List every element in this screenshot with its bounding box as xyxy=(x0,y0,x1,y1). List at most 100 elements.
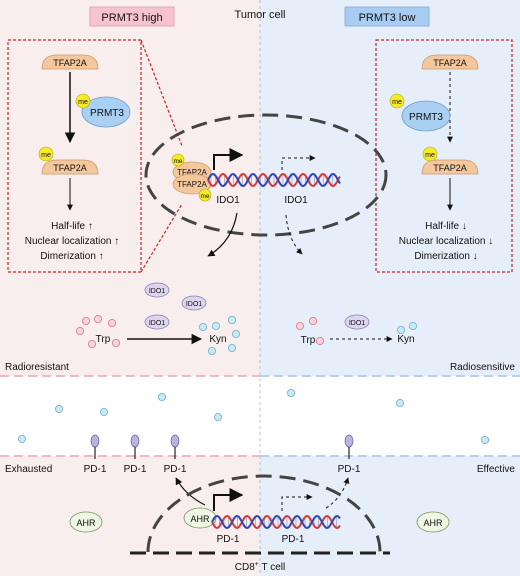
transcription-arrow-right xyxy=(281,155,316,170)
dna-strand-red xyxy=(211,514,341,530)
kyn-dot xyxy=(480,435,489,444)
me-label-tfap2a-left: me xyxy=(41,152,51,159)
trp-kyn-left: Trp Kyn xyxy=(76,314,240,355)
ido1-enzyme-4-label: IDO1 xyxy=(349,320,365,327)
nucleus-membrane xyxy=(144,113,388,237)
ido1-enzyme-2 xyxy=(181,295,207,311)
kyn-dot xyxy=(395,398,404,407)
pd1-label-3: PD-1 xyxy=(164,464,187,475)
left-panel-label: PRMT3 high xyxy=(101,12,162,24)
trp-dot xyxy=(76,326,85,335)
me-badge-prmt3-left xyxy=(75,93,91,109)
right-inset: TFAP2A PRMT3 me me TFAP2A Half-life ↓ Nu… xyxy=(375,39,513,273)
tfap2a-label-left-bottom: TFAP2A xyxy=(53,163,87,173)
left-panel-badge xyxy=(89,6,175,27)
ahr-bound-label: AHR xyxy=(190,514,210,524)
trp-dot xyxy=(88,339,97,348)
right-effect-half-life: Half-life ↓ xyxy=(425,221,467,232)
left-effect-nuclear: Nuclear localization ↑ xyxy=(25,236,120,247)
tfap2a-dimer-bottom-label: TFAP2A xyxy=(177,180,207,189)
ido1-gene-label-left: IDO1 xyxy=(216,195,240,206)
me-badge-tfap2a-left xyxy=(38,146,54,162)
pd1-receptor xyxy=(90,434,100,459)
trp-dot xyxy=(315,336,324,345)
right-tumor-background xyxy=(260,0,520,376)
prmt3-label-right: PRMT3 xyxy=(409,112,443,123)
ido1-enzyme-3 xyxy=(144,314,170,330)
right-effect-nuclear: Nuclear localization ↓ xyxy=(399,236,494,247)
ahr-free-right-label: AHR xyxy=(423,518,443,528)
ahr-free-right xyxy=(416,511,450,533)
kyn-dot xyxy=(396,325,405,334)
tcell-nucleus: AHR PD-1 PD-1 xyxy=(130,474,390,555)
kyn-dot xyxy=(227,315,236,324)
trp-label-right: Trp xyxy=(301,335,316,346)
zoom-line-top xyxy=(140,39,183,147)
tumor-nucleus: TFAP2A TFAP2A me me IDO1 IDO1 xyxy=(144,113,388,237)
left-effect-half-life: Half-life ↑ xyxy=(51,221,93,232)
tfap2a-dimer-top-label: TFAP2A xyxy=(177,168,207,177)
pd1-head xyxy=(90,434,100,448)
phenotype-exhausted: Exhausted xyxy=(5,464,52,475)
tfap2a-shape-right-top xyxy=(421,54,479,70)
me-badge-dimer-top xyxy=(171,153,185,167)
kyn-dot xyxy=(211,321,220,330)
kyn-dot xyxy=(227,343,236,352)
me-label-prmt3-left: me xyxy=(78,99,88,106)
tfap2a-shape-left-top xyxy=(41,54,99,70)
ido1-enzymes: IDO1 IDO1 IDO1 IDO1 xyxy=(144,282,370,330)
pd1-label-1: PD-1 xyxy=(84,464,107,475)
pd1-head xyxy=(170,434,180,448)
kyn-dot xyxy=(286,388,295,397)
pd1-head xyxy=(130,434,140,448)
dna-helix-pd1 xyxy=(211,514,341,530)
me-label-prmt3-right: me xyxy=(392,99,402,106)
dna-strand-blue xyxy=(207,172,341,188)
phenotype-effective: Effective xyxy=(477,464,516,475)
pd1-receptors: PD-1 PD-1 PD-1 PD-1 xyxy=(84,434,361,475)
extracellular-kyn xyxy=(17,388,489,444)
kyn-dot xyxy=(157,392,166,401)
pd1-transcription-arrow-right xyxy=(281,494,313,511)
ahr-free-left-label: AHR xyxy=(76,518,96,528)
ido1-enzyme-1 xyxy=(144,282,170,298)
transcription-arrow-left xyxy=(213,148,244,170)
me-label-dimer-top: me xyxy=(173,158,182,165)
center-label: Tumor cell xyxy=(235,9,286,21)
dna-helix-ido1 xyxy=(207,172,341,188)
kyn-dot xyxy=(100,407,109,416)
phenotype-radioresistant: Radioresistant xyxy=(5,362,69,373)
left-inset: TFAP2A PRMT3 me me TFAP2A Half-life ↑ Nu… xyxy=(7,39,183,273)
ahr-bound xyxy=(183,507,217,529)
right-inset-frame xyxy=(375,39,513,273)
tfap2a-label-left-top: TFAP2A xyxy=(53,58,87,68)
kyn-dot xyxy=(55,404,64,413)
trp-dot xyxy=(108,318,117,327)
pd1-transcription-arrow-left xyxy=(213,488,244,511)
trp-label-left: Trp xyxy=(96,334,111,345)
tcell-label: CD8+ T cell xyxy=(235,561,285,573)
dna-strand-blue xyxy=(211,514,341,530)
left-inset-frame xyxy=(7,39,142,273)
ido1-gene-label-right: IDO1 xyxy=(284,195,308,206)
pd1-gene-label-left: PD-1 xyxy=(217,534,240,545)
trp-dot xyxy=(82,316,91,325)
prmt3-shape-right xyxy=(401,100,451,132)
kyn-dot xyxy=(17,434,26,443)
tfap2a-label-right-top: TFAP2A xyxy=(433,58,467,68)
right-effect-dimerization: Dimerization ↓ xyxy=(414,251,477,262)
kyn-dot xyxy=(213,412,222,421)
ahr-free-left xyxy=(69,511,103,533)
kyn-dot xyxy=(198,322,207,331)
pd1-label-4: PD-1 xyxy=(338,464,361,475)
trp-dot xyxy=(112,338,121,347)
me-badge-prmt3-right xyxy=(389,93,405,109)
pd1-receptor xyxy=(344,434,354,459)
pd1-receptor xyxy=(170,434,180,459)
prmt3-shape-left xyxy=(81,96,131,128)
ido1-enzyme-1-label: IDO1 xyxy=(149,288,165,295)
tfap2a-label-right-bottom: TFAP2A xyxy=(433,163,467,173)
me-label-tfap2a-right: me xyxy=(425,152,435,159)
trp-kyn-right: Trp Kyn xyxy=(295,316,417,346)
